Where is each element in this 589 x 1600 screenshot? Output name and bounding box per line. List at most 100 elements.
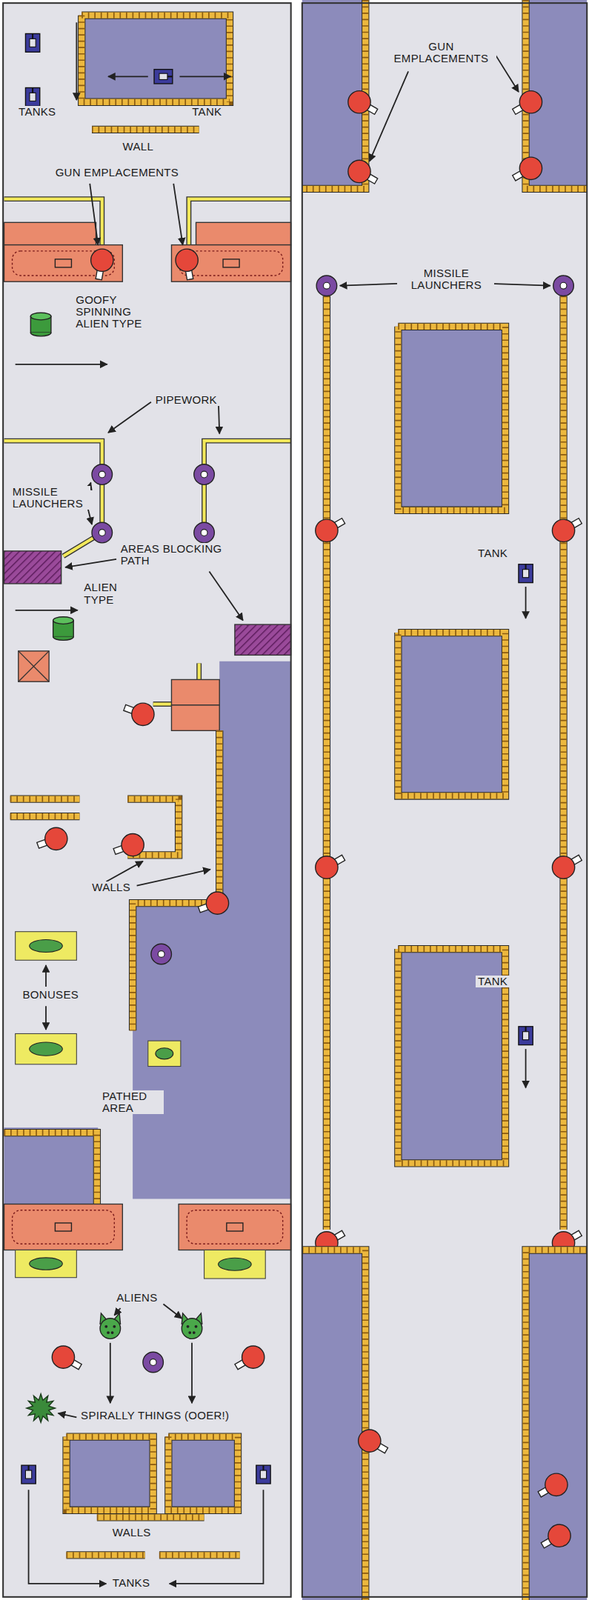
missile-launcher [194,464,215,486]
map-label: TANKS [16,105,58,118]
panel-border [2,2,292,1598]
missile-launcher [142,1352,164,1373]
bonus-pad [15,1250,78,1279]
brick-wall [97,1514,205,1521]
tank-turret [522,569,529,578]
brick-wall [81,15,230,103]
leader-arrow [108,402,152,433]
missile-launcher-hole [200,471,208,478]
missile-launcher-hole [149,1359,157,1367]
gun-emplacement [315,856,338,879]
tank-body [518,1026,533,1046]
pipework [4,199,103,251]
missile-launcher [553,275,575,297]
tank [256,1465,271,1484]
brick-wall [168,1437,238,1511]
brick-wall [526,1250,588,1600]
map-label: PATHED AREA [100,1090,164,1115]
tank-turret [25,1470,32,1479]
leader-arrow [340,283,398,286]
leader-arrow [162,1304,182,1319]
bonus [218,1258,252,1271]
leader-arrow [489,283,550,286]
pathed-area [132,661,292,1200]
pathed-block [81,15,230,103]
brick-wall [66,1551,146,1559]
brick-wall [91,126,200,133]
leader-arrow [45,1006,47,1030]
gun-emplacement [519,157,542,180]
map-label: TANK [475,975,510,988]
brick-wall [91,126,200,133]
building-pad [12,1210,115,1244]
leader-arrow [369,71,409,161]
map-label: MISSILE LAUNCHERS [397,267,495,292]
map-label: TANK [475,547,510,560]
tank-body [256,1465,271,1484]
tank-gun [28,1465,30,1471]
tank-turret [522,1032,529,1041]
alien-eye [186,1325,190,1329]
bonus [29,1042,63,1056]
brick-wall [397,326,506,511]
gun-emplacement [348,160,371,183]
pipework [4,199,103,251]
missile-launcher [151,943,172,965]
tank-gun [31,87,34,93]
gun-emplacement [51,1346,75,1369]
tank-gun [31,33,34,39]
bonus [155,1048,174,1060]
pipework [188,199,292,251]
pathed-block [66,1437,154,1511]
leader-arrow [179,75,231,78]
leader-arrow [15,363,108,366]
brick-wall [168,1437,238,1511]
map-label: PIPEWORK [153,394,220,407]
tank-gun [167,75,173,78]
missile-launcher [194,522,215,544]
pathed-block [397,326,506,511]
gun-emplacement [242,1346,265,1369]
tank-gun [525,1026,527,1033]
gun-emplacement [175,248,198,272]
pipework [204,440,292,533]
panel-border [302,2,587,1598]
tank-body [25,33,40,52]
brick-wall [66,1552,146,1559]
alien-eye [192,1331,196,1335]
leader-arrow [173,183,183,246]
brick-wall [4,1132,98,1204]
brick-wall [302,1250,366,1600]
gun-emplacement [121,833,144,856]
leader-arrow [525,1049,527,1088]
pathed-block [302,1250,366,1600]
bonus [29,1258,63,1270]
brick-wall [159,1552,241,1559]
map-label: ALIENS [114,1292,160,1304]
brick-wall [159,1551,241,1559]
tank-turret [29,38,36,47]
map-label: WALLS [89,881,133,894]
brick-wall [397,632,506,796]
brick-wall [91,125,200,134]
tank-body [154,69,173,84]
blocking-area [4,551,62,584]
building [4,1204,123,1251]
alien-eye [111,1331,115,1335]
tank [154,69,173,84]
building-pad [186,1210,284,1244]
spinning-alien-base [30,332,52,337]
building [171,245,291,283]
brick-wall [526,1250,588,1600]
pipework [196,663,202,682]
brick-wall [397,632,506,796]
leader-arrow [218,402,220,435]
brick-wall [159,1552,241,1559]
map-label: GOOFY SPINNING ALIEN TYPE [73,294,162,331]
tank-body [518,564,533,584]
pathed-block [168,1437,238,1511]
pipework [153,702,172,706]
gun-emplacement [45,827,68,850]
